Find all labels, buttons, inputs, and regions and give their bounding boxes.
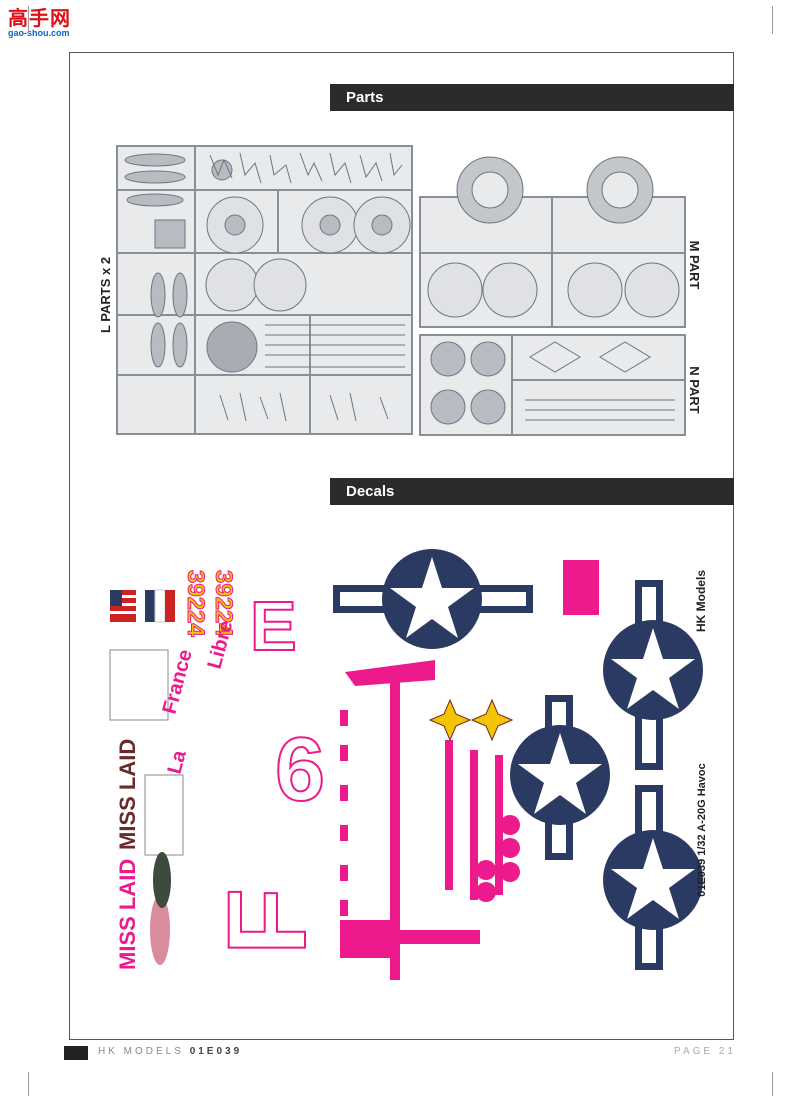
miss-laid-decal-1: MISS LAID (115, 739, 140, 850)
parts-header: Parts (330, 84, 734, 111)
compass-star-decals (428, 698, 514, 742)
walkway-stripes (340, 660, 520, 980)
insignia-top (333, 549, 533, 649)
l-sprue (116, 145, 413, 435)
l-parts-label: L PARTS x 2 (100, 257, 113, 333)
footer-kit-code: 01E039 (189, 1046, 243, 1057)
pinup-figure-decal (150, 852, 171, 965)
page-frame (69, 52, 734, 1040)
french-flag-decal (145, 589, 175, 623)
parts-sprues: L PARTS x 2 M PART N PART (100, 145, 700, 436)
instrument-panel-decal (563, 560, 599, 615)
insignia-right-2 (510, 695, 610, 860)
big-letter-6: 6 (275, 720, 325, 820)
footer-brand: HK MODELS 01E039 (98, 1046, 242, 1057)
la-france-libre-decal: La France Libre (159, 618, 238, 776)
big-letter-e: E (250, 587, 297, 665)
watermark-title: 高手网 (8, 6, 71, 30)
n-part-label: N PART (687, 366, 700, 413)
decal-brand: HK Models (694, 570, 708, 632)
crop-mark (28, 1072, 29, 1096)
la-france-word-1: La (164, 747, 192, 776)
decals-header: Decals (330, 478, 734, 505)
site-watermark: 高手网 gao-shou.com (8, 8, 71, 38)
m-part-label: M PART (687, 241, 700, 290)
crop-mark (772, 6, 773, 34)
m-sprue-parts (427, 156, 680, 318)
footer-page-number: PAGE 21 (674, 1046, 736, 1057)
miss-laid-decal-2: MISS LAID (115, 859, 140, 970)
serial-decal-2: 39224 (210, 570, 237, 637)
l-sprue-small-parts (209, 152, 405, 422)
insignia-right-1 (603, 580, 703, 770)
l-sprue-parts (124, 153, 411, 373)
crop-mark (28, 6, 29, 34)
n-sprue-parts (430, 341, 675, 425)
decal-sheet: 39224 39224 F 6 E MISS LAID MISS LAID La… (109, 549, 708, 980)
hk-logo-icon (64, 1046, 88, 1060)
serial-decal-1: 39224 (182, 570, 209, 637)
crop-mark (772, 1072, 773, 1096)
big-letter-f: F (206, 888, 329, 955)
insignia-right-3 (603, 785, 703, 970)
small-stencils (340, 710, 348, 916)
us-flag-decal (110, 590, 136, 622)
footer-brand-name: HK MODELS (98, 1046, 184, 1057)
watermark-url: gao-shou.com (8, 28, 70, 38)
decal-kit-title: 01E039 1/32 A-20G Havoc (696, 763, 708, 897)
la-france-word-2: France (159, 647, 197, 716)
